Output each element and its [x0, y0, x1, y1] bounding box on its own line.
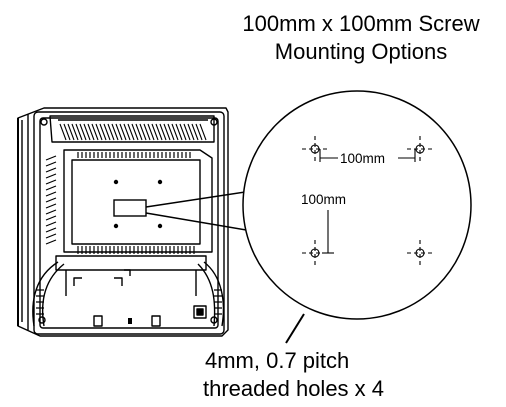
hole-spec-caption: 4mm, 0.7 pitch threaded holes x 4 [203, 347, 455, 403]
magnified-view-circle [242, 90, 472, 320]
callout-line-upper [145, 189, 259, 208]
caption-line-1: 4mm, 0.7 pitch [205, 348, 350, 373]
dimension-lines [319, 149, 416, 254]
horizontal-dimension-label: 100mm [340, 151, 385, 166]
title-line-2: Mounting Options [274, 39, 448, 64]
vent-bars [36, 152, 222, 315]
vertical-dimension-label: 100mm [301, 192, 346, 207]
screw-hole-bottom-right [407, 240, 433, 266]
magnifier-callout [145, 90, 472, 320]
caption-line-2: threaded holes x 4 [203, 376, 385, 401]
monitor-vesa-holes [113, 179, 163, 229]
screw-hole-top-left [302, 136, 328, 162]
mounting-area-highlight [113, 199, 147, 217]
screw-hole-top-right [407, 136, 433, 162]
title-line-1: 100mm x 100mm Screw [242, 11, 480, 36]
horizontal-dimension-left [319, 149, 338, 162]
callout-line-lower [145, 212, 259, 233]
horizontal-dimension-right [398, 149, 416, 162]
handle-grille [59, 123, 207, 141]
caption-pointer-line [285, 313, 305, 344]
diagram-title: 100mm x 100mm Screw Mounting Options [218, 10, 504, 66]
monitor-back-illustration [17, 107, 229, 337]
